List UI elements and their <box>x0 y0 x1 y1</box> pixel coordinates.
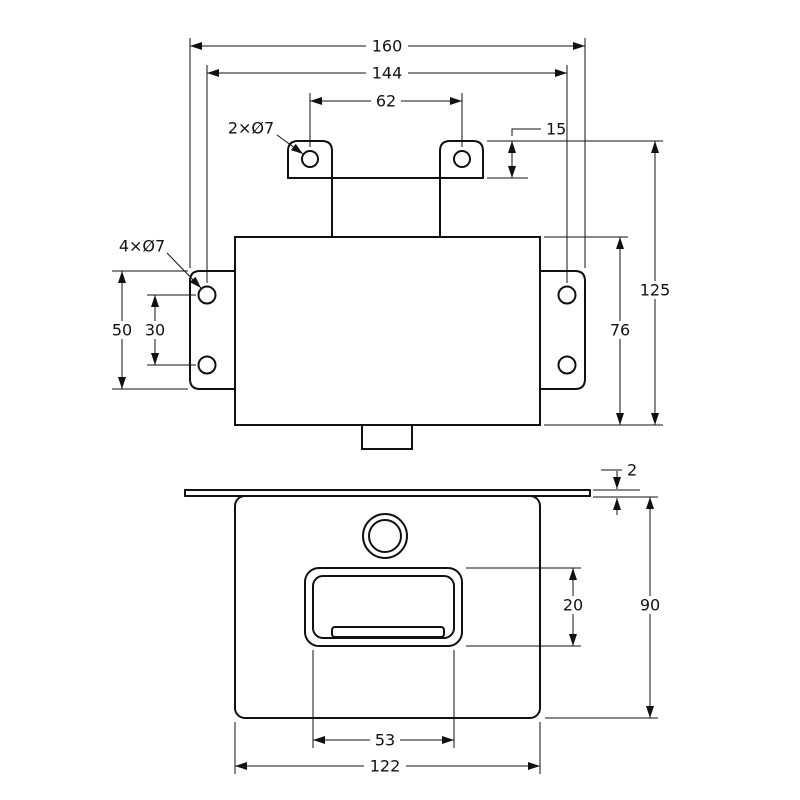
bottom-view: 2 90 20 53 122 <box>184 461 666 776</box>
dim-overall-width: 160 <box>372 37 403 56</box>
bottom-dimension-lines <box>235 469 654 770</box>
tab-hole-left <box>301 150 319 168</box>
dim-mount-hole-span: 144 <box>372 64 403 83</box>
dim-recess-depth: 20 <box>563 596 583 615</box>
note-flange-holes: 4×Ø7 <box>119 237 165 256</box>
housing-outline <box>234 495 541 719</box>
knob-outer-circle <box>362 513 408 559</box>
left-flange <box>189 270 236 390</box>
front-part-outline <box>189 140 586 450</box>
dim-15-leader <box>511 128 541 136</box>
dim-overall-height: 125 <box>640 281 671 300</box>
flange-hole-bottom-left <box>197 355 217 375</box>
front-dimensions: 160 144 62 15 125 76 50 30 2×Ø7 4×Ø7 <box>107 37 676 426</box>
bottom-dimensions: 2 90 20 53 122 <box>234 461 666 776</box>
dim-recess-width: 53 <box>375 731 395 750</box>
latch-tab <box>361 424 413 450</box>
bottom-part-outline <box>184 489 591 719</box>
knob-inner-circle <box>368 519 402 553</box>
dim-flange-height: 50 <box>112 321 132 340</box>
tab-hole-right <box>453 150 471 168</box>
dim-body-width: 122 <box>370 757 401 776</box>
note-tab-holes: 2×Ø7 <box>228 119 274 138</box>
recess-inner <box>312 575 455 639</box>
recess-outer <box>304 567 463 647</box>
flange-holes-leader <box>166 252 202 289</box>
flange-hole-top-right <box>557 285 577 305</box>
front-view: 160 144 62 15 125 76 50 30 2×Ø7 4×Ø7 <box>107 37 676 450</box>
right-flange <box>539 270 586 390</box>
dim-tab-height: 15 <box>546 120 566 139</box>
tab-holes-leader <box>276 134 304 155</box>
dim-plate-thickness: 2 <box>627 461 637 480</box>
flange-hole-top-left <box>197 285 217 305</box>
body-outline <box>234 236 541 426</box>
dim-flange-hole-pitch: 30 <box>145 321 165 340</box>
flange-hole-bottom-right <box>557 355 577 375</box>
dim-body-depth: 90 <box>640 596 660 615</box>
dim-body-height: 76 <box>610 321 630 340</box>
dim-tab-hole-span: 62 <box>376 92 396 111</box>
bottom-extension-lines <box>234 489 658 774</box>
pull-handle <box>331 626 445 638</box>
